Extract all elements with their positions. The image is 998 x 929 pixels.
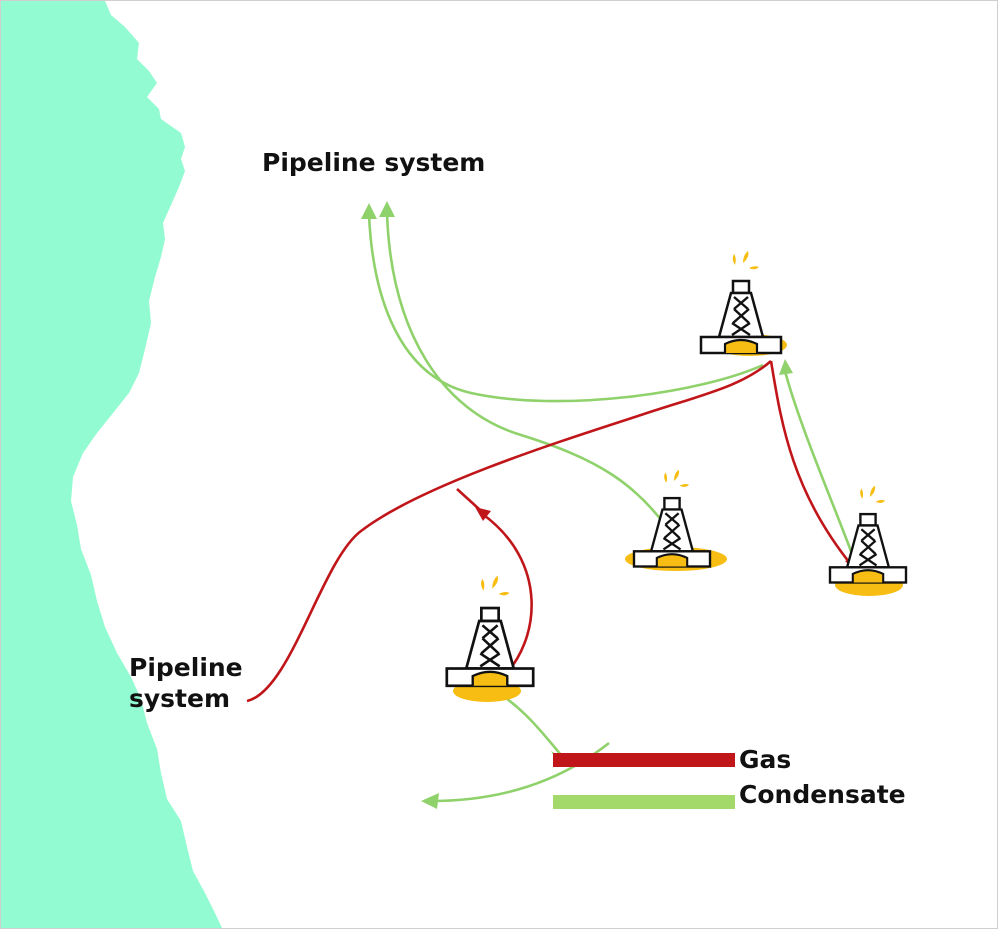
oil-platform-icon	[699, 249, 783, 355]
pipeline-system-west-label: Pipeline system	[129, 653, 243, 714]
pipeline-system-north-label: Pipeline system	[262, 148, 486, 177]
legend-gas-swatch	[553, 753, 735, 767]
gas-line-east-platform	[769, 360, 855, 568]
gas-lines	[246, 360, 855, 703]
coastline	[1, 1, 223, 928]
platform-center	[625, 468, 727, 571]
platform-north-east	[699, 249, 787, 356]
arrowhead-icon	[779, 359, 793, 375]
gas-line-south-platform	[480, 511, 533, 680]
arrowhead-icon	[421, 793, 439, 809]
platform-south	[445, 574, 535, 702]
gas-junction-spur	[456, 488, 480, 510]
condensate-lines	[367, 212, 861, 803]
legend-condensate-swatch	[553, 795, 735, 809]
arrowhead-icon	[379, 201, 395, 217]
condensate-line-east	[783, 370, 861, 574]
arrowhead-icon	[475, 507, 491, 521]
gas-trunkline	[246, 360, 772, 703]
legend-gas-label: Gas	[739, 745, 792, 774]
platform-east	[828, 484, 908, 596]
condensate-line-north-east	[367, 214, 764, 403]
oil-platform-icon	[828, 484, 908, 584]
arrowhead-icon	[361, 203, 377, 219]
legend-condensate-label: Condensate	[739, 780, 906, 809]
condensate-line-south-west	[430, 741, 610, 803]
oil-platform-icon	[632, 468, 712, 568]
condensate-arrowheads	[361, 201, 793, 809]
condensate-line-center	[385, 212, 683, 550]
oil-platform-icon	[445, 574, 535, 688]
